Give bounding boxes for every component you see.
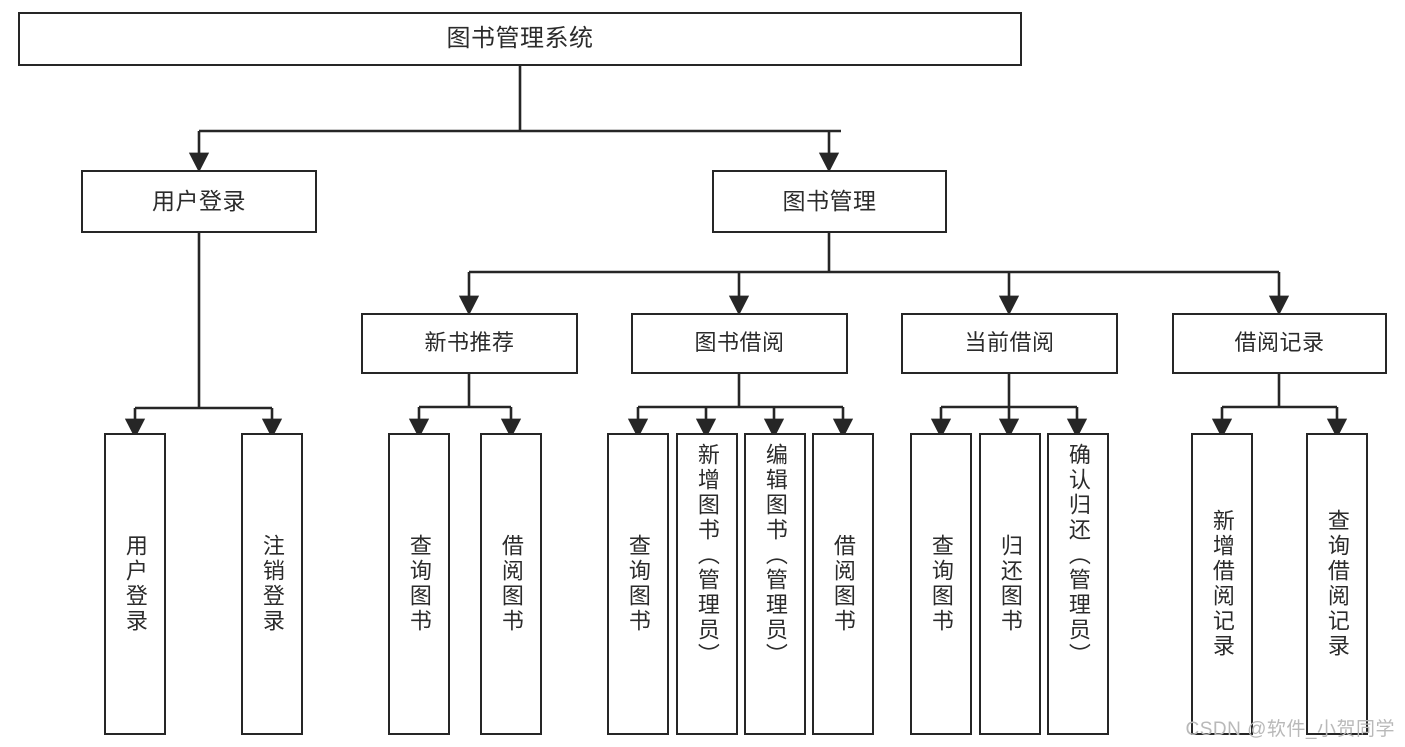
node-label: 当前借阅	[964, 330, 1055, 356]
leaf-logout[interactable]: 注销登录	[241, 433, 303, 735]
node-label: 查询图书	[406, 534, 432, 634]
node-root-system[interactable]: 图书管理系统	[18, 12, 1022, 66]
node-label: 新增图书（管理员）	[694, 443, 720, 668]
leaf-query-book-recommend[interactable]: 查询图书	[388, 433, 450, 735]
node-label: 注销登录	[259, 534, 285, 634]
node-borrow-record[interactable]: 借阅记录	[1172, 313, 1387, 374]
node-book-manage[interactable]: 图书管理	[712, 170, 947, 233]
node-label: 查询图书	[928, 534, 954, 634]
node-label: 新增借阅记录	[1209, 509, 1235, 659]
leaf-add-book-admin[interactable]: 新增图书（管理员）	[676, 433, 738, 735]
node-label: 查询图书	[625, 534, 651, 634]
leaf-user-login[interactable]: 用户登录	[104, 433, 166, 735]
node-label: 图书管理系统	[446, 24, 594, 52]
node-label: 用户登录	[122, 534, 148, 634]
leaf-query-book-current[interactable]: 查询图书	[910, 433, 972, 735]
node-label: 借阅图书	[498, 534, 524, 634]
node-user-login[interactable]: 用户登录	[81, 170, 317, 233]
leaf-query-borrow-record[interactable]: 查询借阅记录	[1306, 433, 1368, 735]
leaf-borrow-book-recommend[interactable]: 借阅图书	[480, 433, 542, 735]
node-current-borrow[interactable]: 当前借阅	[901, 313, 1118, 374]
leaf-return-book[interactable]: 归还图书	[979, 433, 1041, 735]
watermark-text: CSDN @软件_小贺同学	[1185, 719, 1395, 740]
leaf-borrow-book-borrow[interactable]: 借阅图书	[812, 433, 874, 735]
leaf-query-book-borrow[interactable]: 查询图书	[607, 433, 669, 735]
node-book-borrow[interactable]: 图书借阅	[631, 313, 848, 374]
node-label: 借阅记录	[1234, 330, 1325, 356]
node-label: 用户登录	[152, 187, 246, 214]
leaf-edit-book-admin[interactable]: 编辑图书（管理员）	[744, 433, 806, 735]
node-label: 查询借阅记录	[1324, 509, 1350, 659]
leaf-add-borrow-record[interactable]: 新增借阅记录	[1191, 433, 1253, 735]
node-label: 归还图书	[997, 534, 1023, 634]
node-label: 图书借阅	[694, 330, 785, 356]
node-label: 确认归还（管理员）	[1065, 443, 1091, 668]
node-label: 借阅图书	[830, 534, 856, 634]
node-label: 图书管理	[782, 187, 877, 214]
node-label: 编辑图书（管理员）	[762, 443, 788, 668]
node-label: 新书推荐	[424, 330, 515, 356]
leaf-confirm-return-admin[interactable]: 确认归还（管理员）	[1047, 433, 1109, 735]
node-new-book-recommend[interactable]: 新书推荐	[361, 313, 578, 374]
